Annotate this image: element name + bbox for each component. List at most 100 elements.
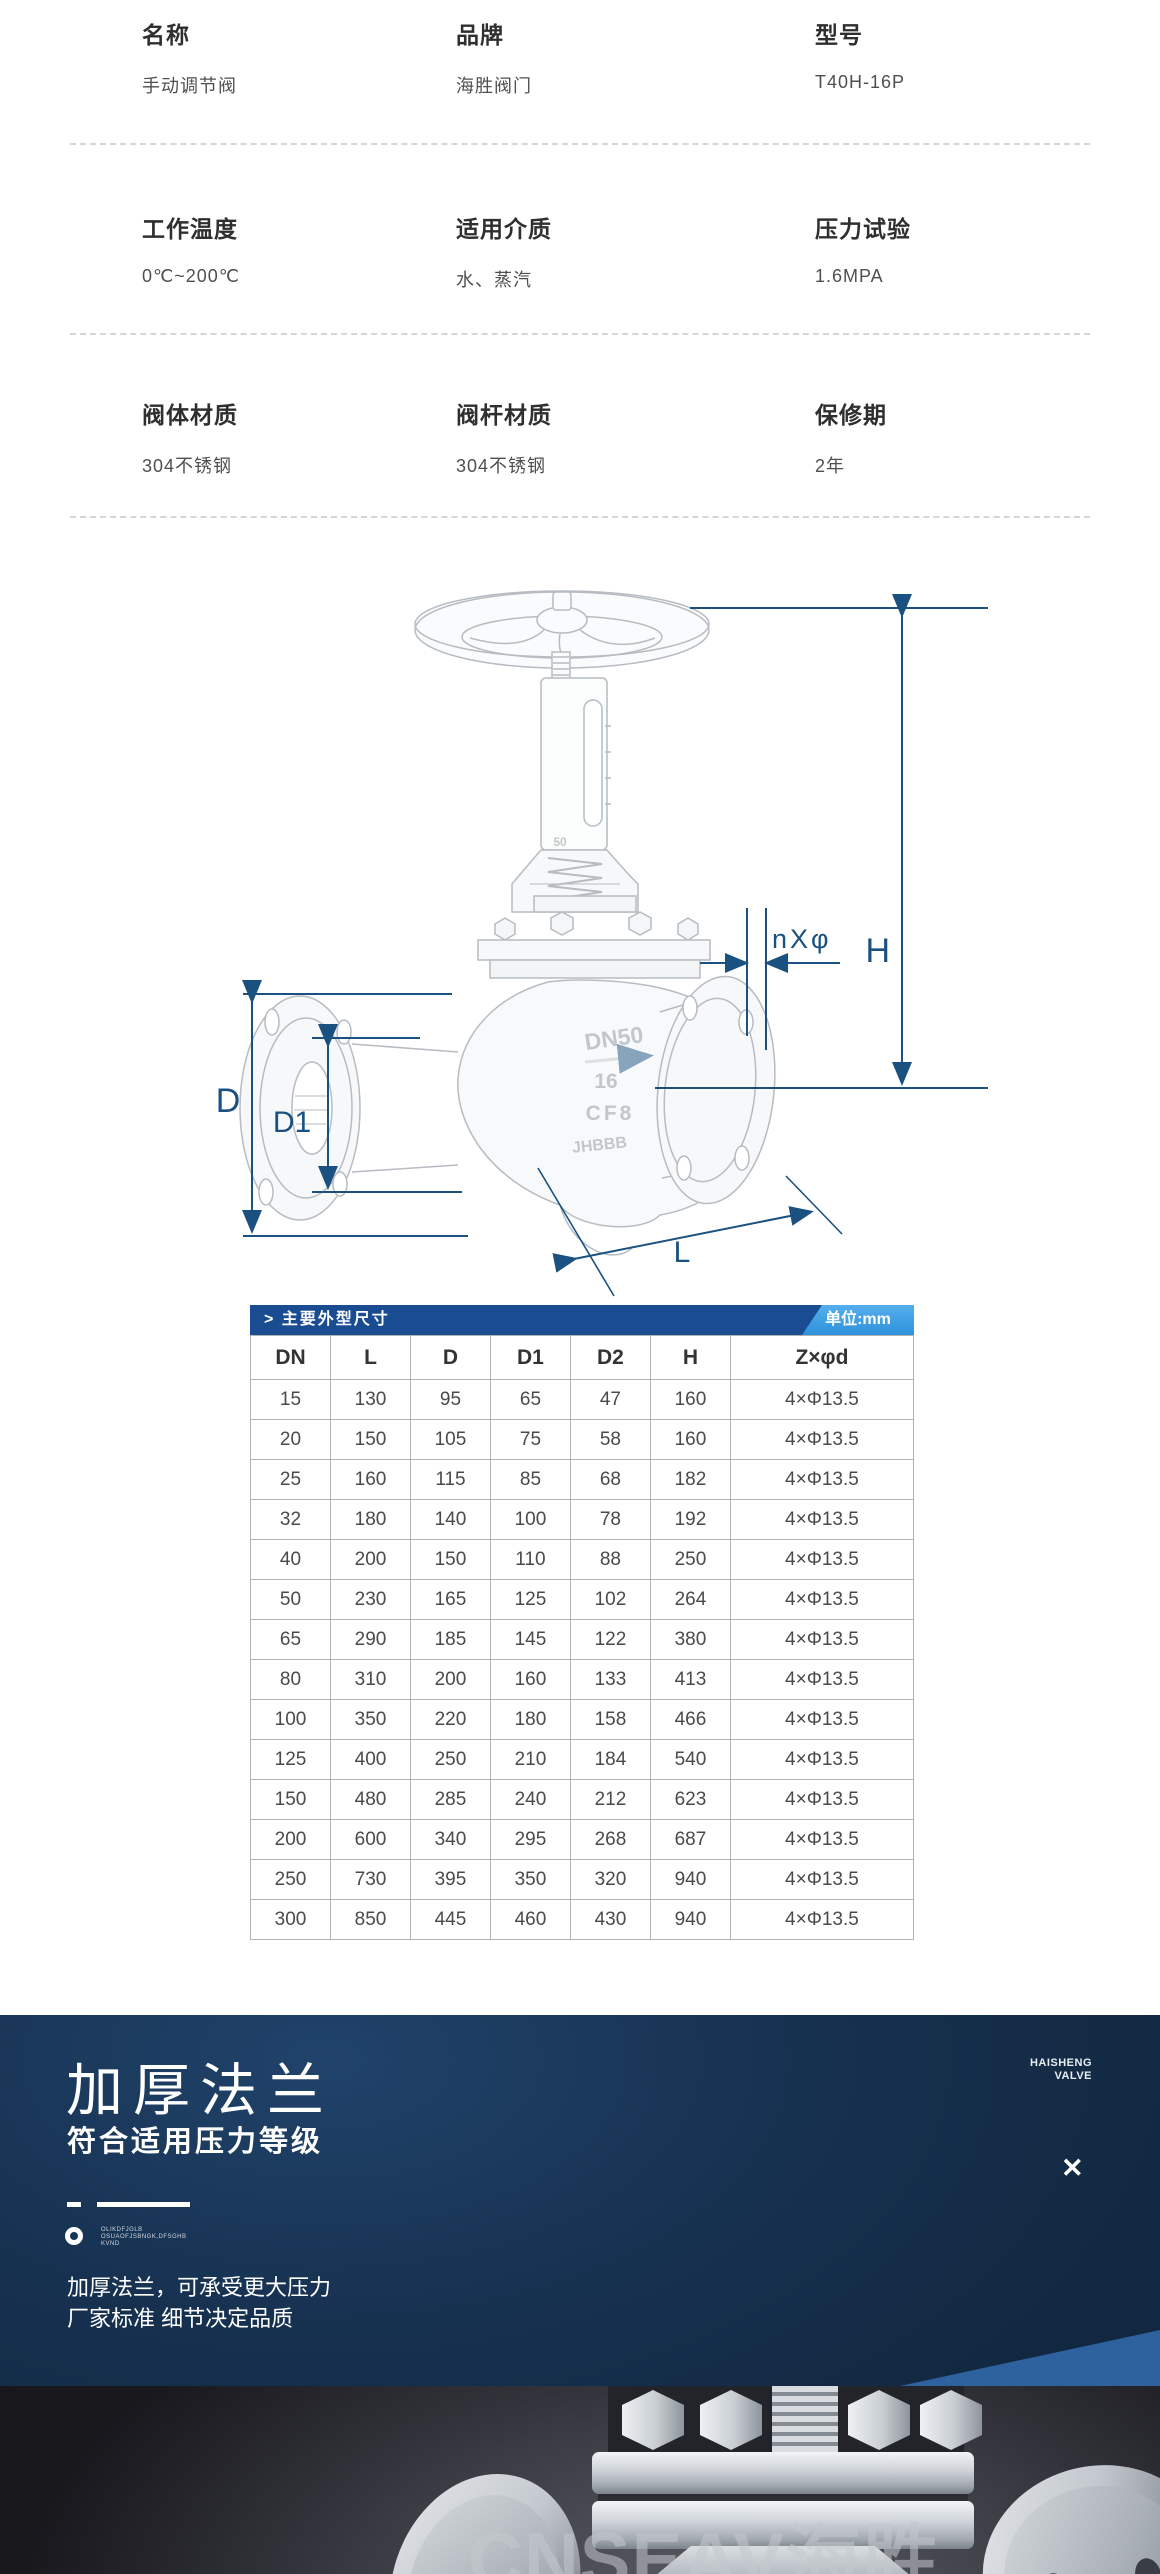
table-cell: 47 <box>569 1379 651 1420</box>
table-cell: 160 <box>649 1419 731 1460</box>
watermark-text: CNSEAV海胜 <box>468 2518 940 2574</box>
spec-label: 工作温度 <box>142 216 238 242</box>
table-cell: 540 <box>649 1739 731 1780</box>
spec-value: 304不锈钢 <box>142 456 233 476</box>
table-cell: 125 <box>489 1579 571 1620</box>
cast-material-marking: CF8 <box>586 1102 635 1125</box>
spec-name: 名称 手动调节阀 <box>142 16 237 98</box>
table-cell: 240 <box>489 1779 571 1820</box>
table-cell: 165 <box>409 1579 491 1620</box>
table-cell: 200 <box>409 1659 491 1700</box>
table-cell: 122 <box>569 1619 651 1660</box>
table-cell: 200 <box>329 1539 411 1580</box>
table-cell: 15 <box>250 1379 331 1420</box>
spec-value: 水、蒸汽 <box>456 270 532 290</box>
dimension-lines <box>242 594 988 1297</box>
table-cell: 160 <box>329 1459 411 1500</box>
table-cell: 320 <box>569 1859 651 1900</box>
bonnet-flange-lower <box>592 2501 974 2549</box>
spec-value: 304不锈钢 <box>456 456 547 476</box>
table-cell: 850 <box>329 1899 411 1940</box>
spec-stem-material: 阀杆材质 304不锈钢 <box>456 396 552 478</box>
table-cell: 115 <box>409 1459 491 1500</box>
table-cell: 180 <box>489 1699 571 1740</box>
table-cell: 4×Φ13.5 <box>729 1539 915 1580</box>
spec-body-material: 阀体材质 304不锈钢 <box>142 396 238 478</box>
table-cell: 192 <box>649 1499 731 1540</box>
table-cell: 180 <box>329 1499 411 1540</box>
table-cell: 88 <box>569 1539 651 1580</box>
dim-label-l: L <box>674 1236 691 1269</box>
table-cell: 68 <box>569 1459 651 1500</box>
spec-value: 0℃~200℃ <box>142 266 240 286</box>
spec-warranty: 保修期 2年 <box>815 396 887 478</box>
table-cell: 4×Φ13.5 <box>729 1779 915 1820</box>
spec-label: 阀杆材质 <box>456 402 552 428</box>
spec-label: 适用介质 <box>456 216 552 242</box>
valve-body <box>655 2546 911 2574</box>
table-cell: 466 <box>649 1699 731 1740</box>
spec-pressure-test: 压力试验 1.6MPA <box>815 210 911 287</box>
table-cell: 160 <box>489 1659 571 1700</box>
table-cell: 295 <box>489 1819 571 1860</box>
banner-subtitle: 符合适用压力等级 <box>67 2126 324 2158</box>
spec-value: T40H-16P <box>815 72 906 92</box>
table-cell: 4×Φ13.5 <box>729 1739 915 1780</box>
table-cell: 200 <box>250 1819 331 1860</box>
table-cell: 4×Φ13.5 <box>729 1459 915 1500</box>
table-cell: 110 <box>489 1539 571 1580</box>
table-cell: 623 <box>649 1779 731 1820</box>
table-column-header: DN <box>250 1335 331 1380</box>
table-cell: 4×Φ13.5 <box>729 1659 915 1700</box>
table-cell: 4×Φ13.5 <box>729 1859 915 1900</box>
table-cell: 460 <box>489 1899 571 1940</box>
table-cell: 130 <box>329 1379 411 1420</box>
decor-dash-long <box>97 2202 190 2207</box>
table-column-header: D2 <box>569 1335 651 1380</box>
spec-label: 压力试验 <box>815 216 911 242</box>
dim-label-h: H <box>865 932 890 970</box>
dim-label-d: D <box>216 1082 241 1120</box>
table-cell: 940 <box>649 1899 731 1940</box>
table-cell: 100 <box>250 1699 331 1740</box>
table-cell: 160 <box>649 1379 731 1420</box>
spec-value: 1.6MPA <box>815 266 884 286</box>
spec-medium: 适用介质 水、蒸汽 <box>456 210 552 292</box>
table-cell: 212 <box>569 1779 651 1820</box>
table-cell: 264 <box>649 1579 731 1620</box>
table-cell: 4×Φ13.5 <box>729 1379 915 1420</box>
table-cell: 150 <box>409 1539 491 1580</box>
banner-description: 加厚法兰，可承受更大压力 厂家标准 细节决定品质 <box>67 2275 332 2331</box>
table-cell: 150 <box>329 1419 411 1460</box>
spec-row-1: 名称 手动调节阀 品牌 海胜阀门 型号 T40H-16P <box>0 16 1160 136</box>
banner-fine-print: OLIKDFJGLB OSUAOFJSBNGK,DFSGHB KVND <box>101 2227 187 2247</box>
table-cell: 80 <box>250 1659 331 1700</box>
table-cell: 400 <box>329 1739 411 1780</box>
table-cell: 940 <box>649 1859 731 1900</box>
cast-pn-marking: 16 <box>594 1070 617 1093</box>
table-cell: 4×Φ13.5 <box>729 1619 915 1660</box>
table-column-header: Z×φd <box>729 1335 915 1380</box>
spec-model: 型号 T40H-16P <box>815 16 905 93</box>
table-cell: 220 <box>409 1699 491 1740</box>
table-unit-badge: 单位:mm <box>802 1305 914 1335</box>
spec-label: 名称 <box>142 22 190 48</box>
table-title: > 主要外型尺寸 <box>264 1311 390 1328</box>
feature-banner: 加厚法兰 符合适用压力等级 OLIKDFJGLB OSUAOFJSBNGK,DF… <box>0 2015 1160 2386</box>
table-cell: 350 <box>329 1699 411 1740</box>
table-cell: 310 <box>329 1659 411 1700</box>
spec-value: 手动调节阀 <box>142 76 237 96</box>
